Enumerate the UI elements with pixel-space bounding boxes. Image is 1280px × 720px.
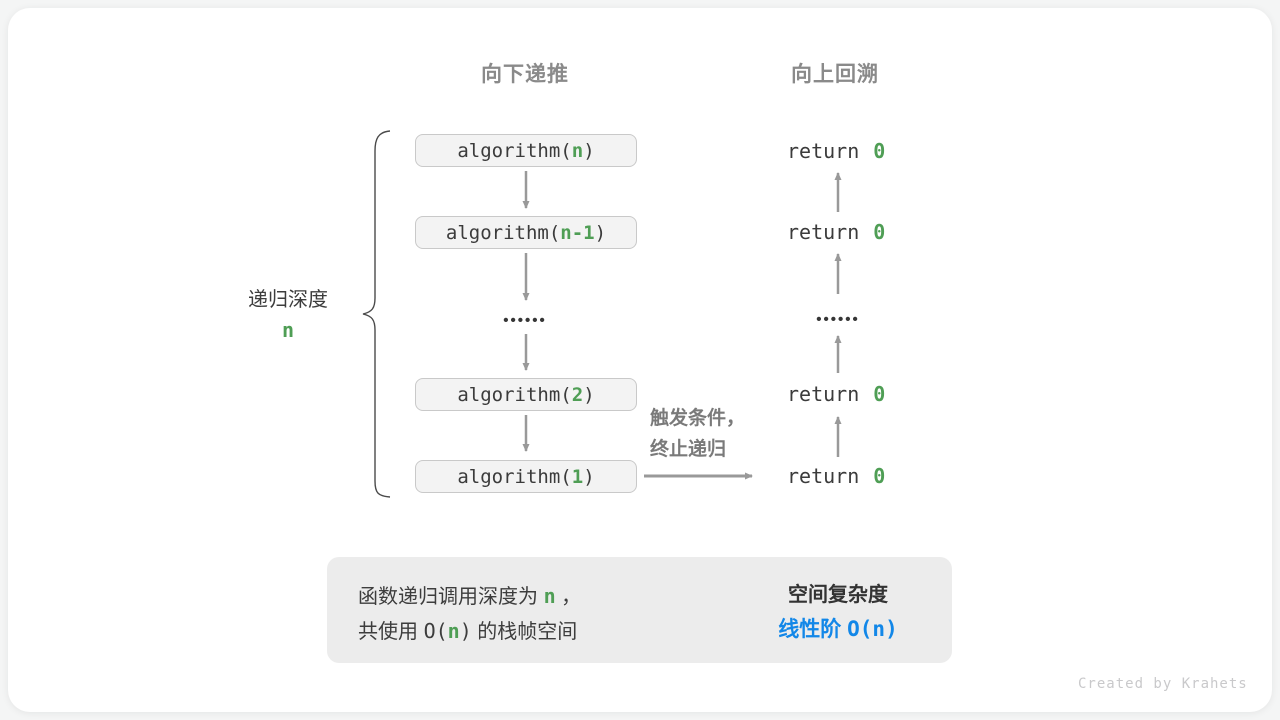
summary-result-code: O( <box>847 617 873 641</box>
return-statement: return 0 <box>787 134 885 167</box>
summary-text: 的栈帧空间 <box>471 621 578 643</box>
depth-value: n <box>281 318 295 342</box>
summary-result-var: n <box>872 617 886 641</box>
return-value: 0 <box>873 463 886 488</box>
call-box-n-1: algorithm(n-1) <box>415 216 637 249</box>
summary-result-title: 空间复杂度 <box>788 584 888 606</box>
summary-panel <box>327 557 952 663</box>
summary-code: O( <box>423 619 448 643</box>
trigger-line1: 触发条件， <box>650 408 746 429</box>
code-text: ) <box>583 383 595 406</box>
summary-line2: 共使用 O(n) 的栈帧空间 <box>358 615 577 644</box>
ellipsis-left: •••••• <box>503 312 547 329</box>
trigger-line2: 终止递归 <box>650 439 727 460</box>
code-arg: n <box>571 139 584 162</box>
summary-text: 共使用 <box>358 621 424 643</box>
credit-watermark: Created by Krahets <box>1078 676 1248 692</box>
code-arg: 2 <box>571 383 584 406</box>
column-header-backtrack-up: 向上回溯 <box>791 63 879 86</box>
summary-text: ， <box>555 586 582 608</box>
code-arg: n-1 <box>560 221 595 244</box>
summary-line1: 函数递归调用深度为 n ， <box>358 580 581 609</box>
summary-code: ) <box>459 619 472 643</box>
code-text: ) <box>583 139 595 162</box>
return-value: 0 <box>873 138 886 163</box>
call-box-1: algorithm(1) <box>415 460 637 493</box>
return-value: 0 <box>873 219 886 244</box>
summary-text: 函数递归调用深度为 <box>358 586 544 608</box>
call-box-2: algorithm(2) <box>415 378 637 411</box>
summary-result-value: 线性阶 O(n) <box>740 613 936 643</box>
return-statement: return 0 <box>787 459 885 492</box>
return-keyword: return <box>787 138 860 163</box>
code-text: algorithm( <box>457 383 572 406</box>
code-text: algorithm( <box>457 139 572 162</box>
return-keyword: return <box>787 463 860 488</box>
return-statement: return 0 <box>787 377 885 410</box>
code-text: algorithm( <box>445 221 561 244</box>
code-text: algorithm( <box>457 465 572 488</box>
summary-result-label: 线性阶 <box>778 618 848 641</box>
return-statement: return 0 <box>787 215 885 248</box>
return-value: 0 <box>873 381 886 406</box>
ellipsis-right: •••••• <box>816 311 860 328</box>
summary-result-code: ) <box>885 617 898 641</box>
code-arg: 1 <box>571 465 584 488</box>
summary-var: n <box>447 619 460 643</box>
depth-label: 递归深度 <box>248 289 328 311</box>
return-keyword: return <box>787 381 860 406</box>
code-text: ) <box>594 221 607 244</box>
call-box-n: algorithm(n) <box>415 134 637 167</box>
summary-var: n <box>543 584 556 608</box>
column-header-recurse-down: 向下递推 <box>481 63 569 86</box>
return-keyword: return <box>787 219 860 244</box>
code-text: ) <box>583 465 595 488</box>
trigger-note: 触发条件， 终止递归 <box>650 403 745 465</box>
